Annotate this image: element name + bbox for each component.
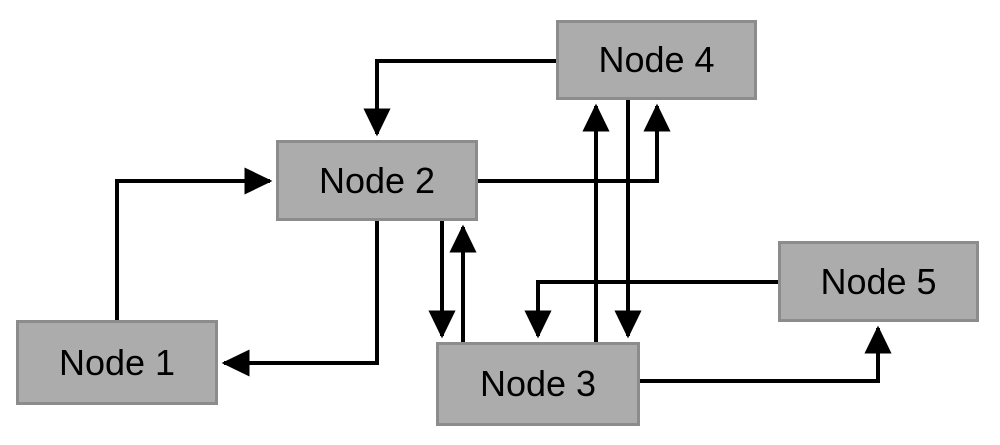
edge-node1-to-node2 [115,167,273,320]
node-label-node1: Node 1 [58,341,176,383]
node-node4[interactable]: Node 4 [556,20,757,100]
node-node1[interactable]: Node 1 [16,320,218,405]
node-label-node3: Node 3 [479,363,597,404]
node-node3[interactable]: Node 3 [436,342,640,426]
edge-group [115,59,892,383]
edge-node2-to-node4 [478,103,671,183]
node-node5[interactable]: Node 5 [778,241,979,322]
edge-node3-to-node5 [640,325,892,383]
edge-node2-to-node1 [221,221,379,377]
edge-node5-to-node3 [524,280,778,339]
node-node2[interactable]: Node 2 [276,140,478,221]
node-label-node5: Node 5 [820,260,937,302]
node-label-node2: Node 2 [318,159,436,201]
node-label-node4: Node 4 [598,39,715,80]
edge-node4-to-node2 [363,59,556,137]
